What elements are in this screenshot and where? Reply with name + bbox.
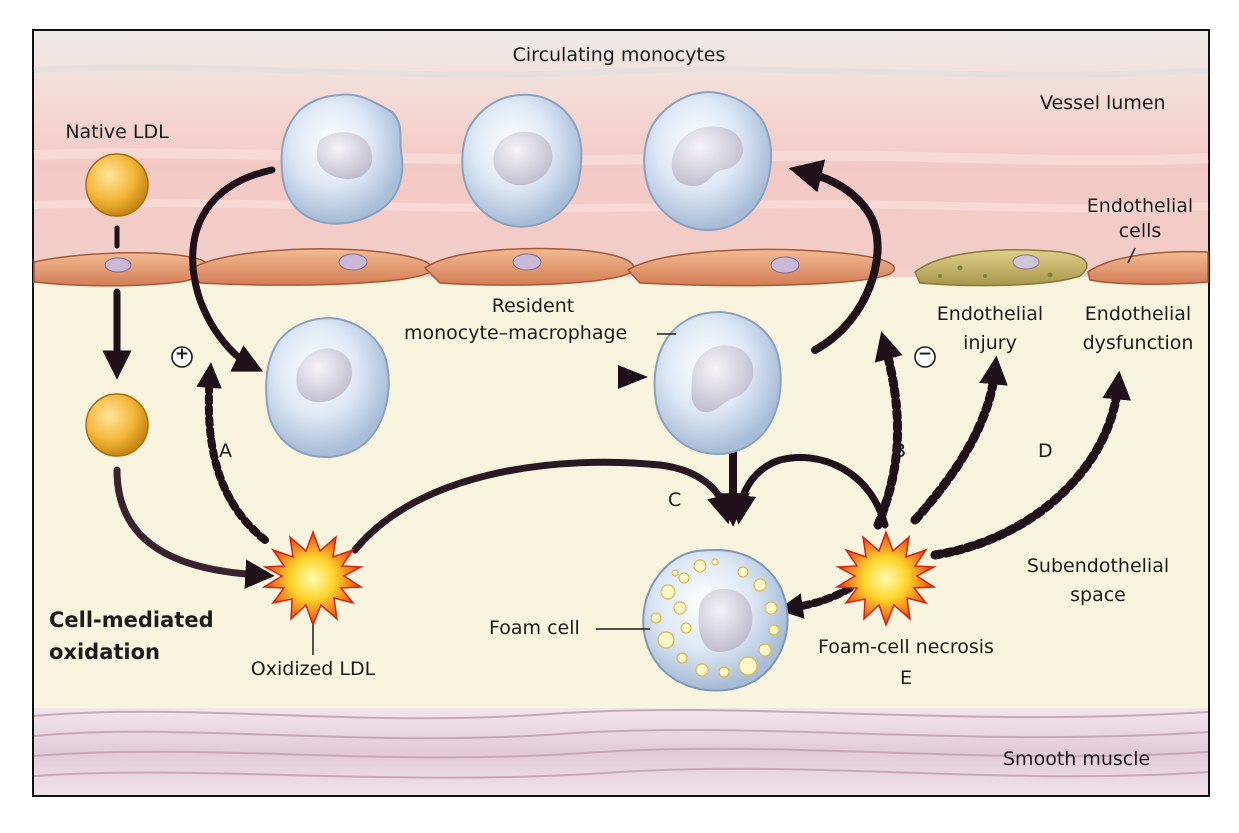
- endothelial-dysfunction-label-line2: dysfunction: [1082, 332, 1194, 354]
- endothelial-layer: [33, 247, 1209, 287]
- injured-endothelial-cell: [914, 249, 1088, 287]
- smooth-muscle-layer: [33, 708, 1209, 795]
- resident-label-line1: Resident: [491, 295, 575, 317]
- foam-cell: [642, 548, 789, 692]
- subendothelial-label-line2: space: [1070, 584, 1126, 606]
- endothelial-dysfunction-label-line1: Endothelial: [1084, 303, 1192, 325]
- subendothelial-label-line1: Subendothelial: [1026, 555, 1170, 577]
- smooth-muscle-label: Smooth muscle: [1003, 748, 1151, 770]
- foam-cell-label: Foam cell: [489, 617, 580, 639]
- minus-sign-circle: [914, 346, 936, 368]
- cell-mediated-label-line2: oxidation: [49, 640, 160, 664]
- circulating-monocyte-1: [280, 93, 404, 225]
- pathway-arrows: [102, 159, 1131, 619]
- resident-label-line2: monocyte–macrophage: [404, 322, 628, 344]
- cell-mediated-label-line1: Cell-mediated: [49, 608, 214, 632]
- pathway-c-label: C: [668, 489, 682, 511]
- foam-cell-necrosis-label: Foam-cell necrosis: [818, 636, 994, 658]
- native-ldl-particle: [85, 153, 149, 217]
- vessel-lumen-label: Vessel lumen: [1040, 92, 1166, 114]
- endothelial-cells-label-line2: cells: [1118, 220, 1162, 242]
- pathway-b-label: B: [893, 440, 907, 462]
- pathway-a-label: A: [219, 440, 232, 462]
- plus-sign-circle: [171, 346, 193, 368]
- native-ldl-label: Native LDL: [65, 121, 169, 143]
- pathway-d-label: D: [1038, 440, 1053, 462]
- circulating-monocyte-2: [461, 93, 583, 228]
- circulating-monocyte-3: [643, 90, 773, 232]
- circulating-monocytes-label: Circulating monocytes: [512, 44, 726, 66]
- native-ldl-subendothelial: [85, 393, 149, 457]
- endothelial-injury-label-line2: injury: [963, 332, 1017, 354]
- pathway-e-label: E: [899, 667, 913, 689]
- endothelial-cells-label-line1: Endothelial: [1086, 195, 1194, 217]
- plus-sign: +: [174, 344, 190, 364]
- foam-cell-necrosis-starburst: [834, 529, 937, 628]
- minus-sign: −: [917, 344, 933, 364]
- resident-monocyte-macrophage-left: [265, 316, 390, 458]
- leader-lines: [312, 247, 1136, 655]
- oxidized-ldl-label: Oxidized LDL: [250, 658, 376, 680]
- resident-monocyte-macrophage-right: [653, 310, 782, 455]
- endothelial-injury-label-line1: Endothelial: [936, 303, 1044, 325]
